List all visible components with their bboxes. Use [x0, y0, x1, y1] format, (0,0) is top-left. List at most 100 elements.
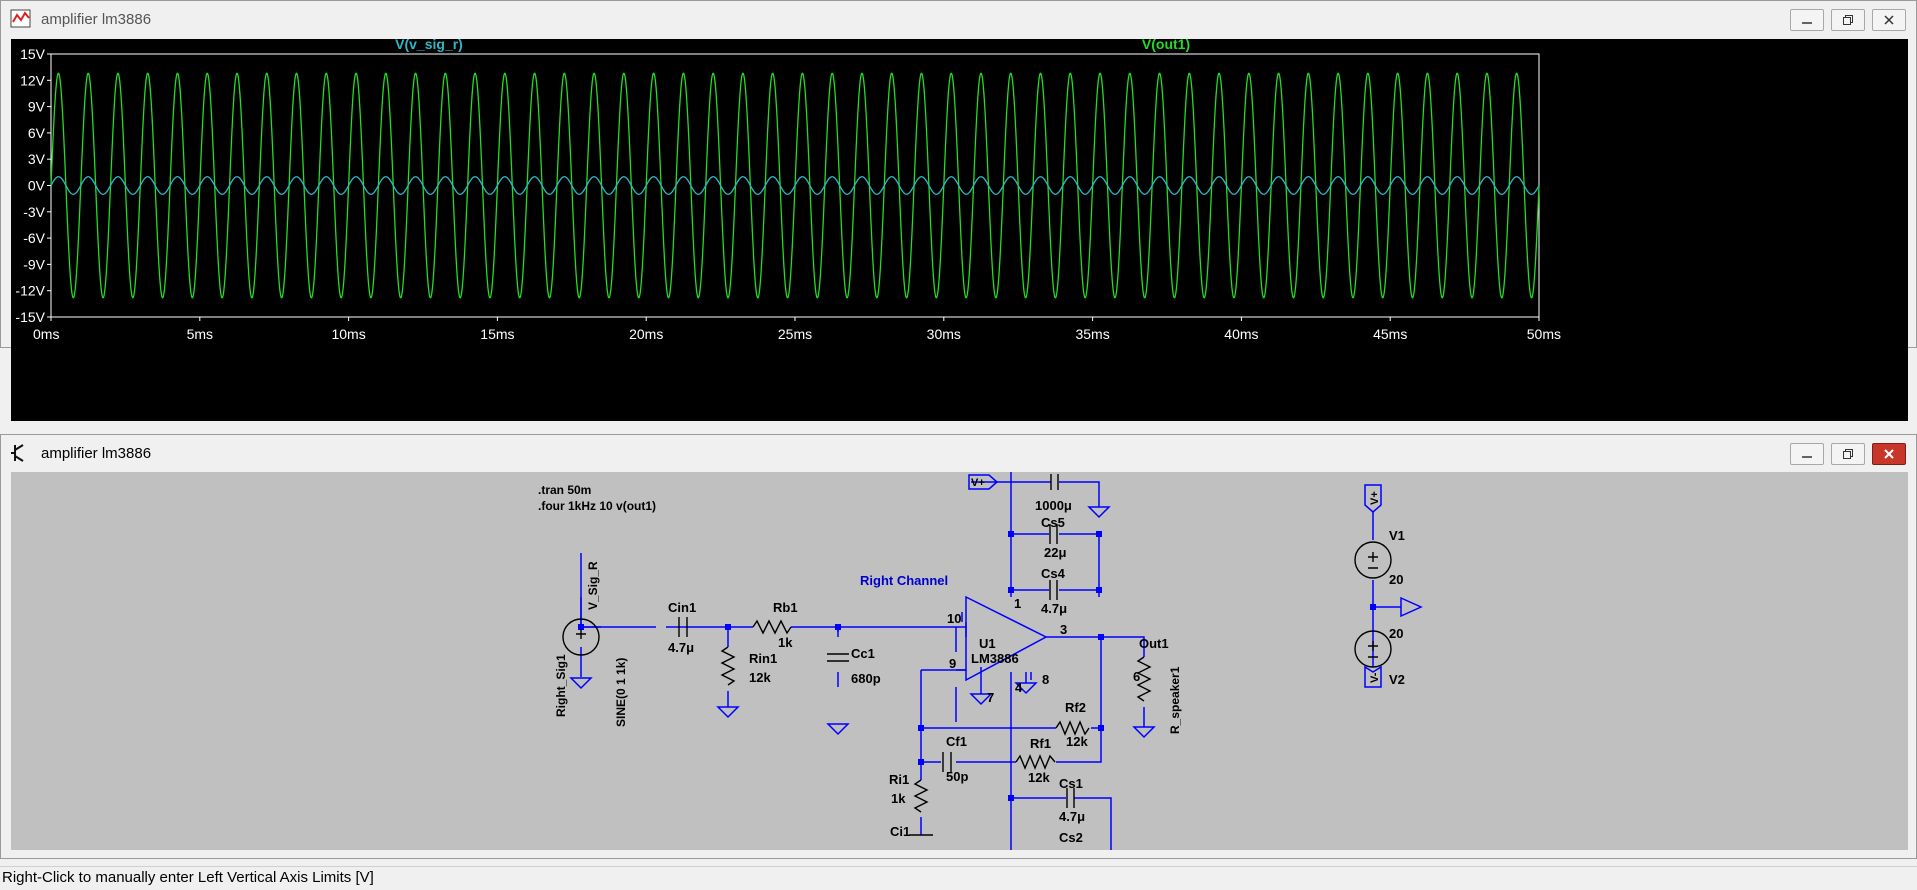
- schematic-canvas[interactable]: .tran 50m .four 1kHz 10 v(out1) Right Ch…: [11, 472, 1908, 850]
- x-tick-label: 30ms: [927, 326, 961, 342]
- pin-10: 10: [947, 611, 961, 626]
- v2-label: V2: [1389, 672, 1405, 687]
- net-label-v-sig-r: V_Sig_R: [586, 561, 600, 610]
- status-text: Right-Click to manually enter Left Verti…: [2, 869, 374, 886]
- pin-3: 3: [1060, 622, 1067, 637]
- x-tick-label: 10ms: [331, 326, 365, 342]
- u1-label: U1: [979, 636, 996, 651]
- y-tick-label: -3V: [23, 204, 45, 220]
- waveform-window[interactable]: amplifier lm3886 15V 12V 9V 6V 3V 0V -3V -6V -9V…: [0, 0, 1917, 421]
- source-value-sine: SINE(0 1 1k): [614, 658, 628, 727]
- restore-icon: [1843, 449, 1853, 459]
- trace-label-out1[interactable]: V(out1): [1142, 36, 1190, 52]
- x-tick-label: 25ms: [778, 326, 812, 342]
- waveform-titlebar[interactable]: amplifier lm3886: [1, 1, 1916, 37]
- x-tick-label: 40ms: [1224, 326, 1258, 342]
- cs4-value: 4.7μ: [1041, 601, 1067, 616]
- minimize-button[interactable]: [1790, 9, 1824, 31]
- x-tick-label: 35ms: [1075, 326, 1109, 342]
- rin1-label: Rin1: [749, 651, 777, 666]
- pin-4: 4: [1015, 680, 1023, 695]
- restore-button[interactable]: [1831, 9, 1865, 31]
- waveform-window-title: amplifier lm3886: [41, 10, 152, 28]
- x-tick-label: 0ms: [33, 326, 59, 342]
- restore-icon: [1843, 15, 1853, 25]
- pin-9: 9: [949, 656, 956, 671]
- cs5-value: 22μ: [1044, 545, 1066, 560]
- pin-8: 8: [1042, 672, 1049, 687]
- restore-button[interactable]: [1831, 443, 1865, 465]
- vminus-rail-label: V-: [1369, 672, 1381, 683]
- trace-v-sig-r: [50, 176, 1540, 195]
- y-tick-label: 12V: [20, 72, 46, 88]
- cs1-label: Cs1: [1059, 776, 1083, 791]
- pin-6: 6: [1133, 669, 1140, 684]
- cf1-value: 50p: [946, 769, 968, 784]
- close-button[interactable]: [1872, 443, 1906, 465]
- rin1-value: 12k: [749, 670, 771, 685]
- minimize-button[interactable]: [1790, 443, 1824, 465]
- cs1-value: 4.7μ: [1059, 809, 1085, 824]
- channel-label: Right Channel: [860, 573, 948, 588]
- out1-label: Out1: [1139, 636, 1169, 651]
- pin-7: 7: [987, 690, 994, 705]
- cs5-label: Cs5: [1041, 515, 1065, 530]
- y-tick-label: -6V: [23, 230, 45, 246]
- close-icon: [1884, 15, 1894, 25]
- x-tick-label: 20ms: [629, 326, 663, 342]
- ri1-label: Ri1: [889, 772, 909, 787]
- cc1-label: Cc1: [851, 646, 875, 661]
- minimize-icon: [1802, 456, 1812, 458]
- cf1-label: Cf1: [946, 734, 967, 749]
- y-tick-label: 0V: [28, 178, 46, 194]
- x-tick-label: 50ms: [1527, 326, 1561, 342]
- cs4-label: Cs4: [1041, 566, 1066, 581]
- y-tick-label: 3V: [28, 151, 46, 167]
- pin-1: 1: [1014, 596, 1021, 611]
- cc1-value: 680p: [851, 671, 881, 686]
- four-directive[interactable]: .four 1kHz 10 v(out1): [538, 499, 656, 513]
- ci1-label: Ci1: [890, 824, 910, 839]
- minimize-icon: [1802, 22, 1812, 24]
- y-tick-label: 6V: [28, 125, 46, 141]
- c-top-value: 1000μ: [1035, 498, 1072, 513]
- vplus-rail-label: V+: [1369, 491, 1381, 505]
- rf2-label: Rf2: [1065, 700, 1086, 715]
- cs2-label: Cs2: [1059, 830, 1083, 845]
- schematic-titlebar[interactable]: amplifier lm3886: [1, 435, 1916, 471]
- rb1-label: Rb1: [773, 600, 798, 615]
- waveform-viewer-icon: [10, 9, 31, 28]
- rf2-value: 12k: [1066, 734, 1088, 749]
- cin1-value: 4.7μ: [668, 640, 694, 655]
- r-speaker1-label: R_speaker1: [1168, 666, 1182, 734]
- y-tick-label: -15V: [15, 309, 45, 325]
- schematic-window[interactable]: amplifier lm3886: [0, 434, 1917, 859]
- v2-value: 20: [1389, 626, 1403, 641]
- x-tick-label: 45ms: [1373, 326, 1407, 342]
- v1-label: V1: [1389, 528, 1405, 543]
- source-name-right-sig1: Right_Sig1: [554, 654, 568, 717]
- vplus-flag-label: V+: [971, 477, 985, 489]
- trace-label-v-sig-r[interactable]: V(v_sig_r): [395, 36, 463, 52]
- y-tick-label: -9V: [23, 256, 45, 272]
- close-button[interactable]: [1872, 9, 1906, 31]
- ri1-value: 1k: [891, 791, 906, 806]
- y-tick-label: 15V: [20, 46, 46, 62]
- x-tick-label: 5ms: [187, 326, 213, 342]
- tran-directive[interactable]: .tran 50m: [538, 483, 591, 497]
- schematic-editor-icon: [11, 444, 24, 462]
- rf1-value: 12k: [1028, 770, 1050, 785]
- lm3886-label: LM3886: [971, 651, 1019, 666]
- schematic-drawing[interactable]: .tran 50m .four 1kHz 10 v(out1) Right Ch…: [11, 472, 1908, 850]
- cin1-label: Cin1: [668, 600, 696, 615]
- y-tick-label: 9V: [28, 99, 46, 115]
- rb1-value: 1k: [778, 635, 793, 650]
- status-bar: Right-Click to manually enter Left Verti…: [0, 866, 1917, 890]
- v1-value: 20: [1389, 572, 1403, 587]
- x-tick-label: 15ms: [480, 326, 514, 342]
- y-tick-label: -12V: [15, 283, 45, 299]
- schematic-window-title: amplifier lm3886: [41, 444, 152, 462]
- rf1-label: Rf1: [1030, 736, 1051, 751]
